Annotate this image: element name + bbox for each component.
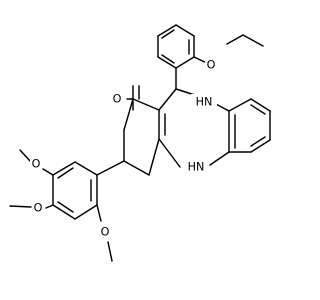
bond [57,201,74,213]
bond [242,34,264,47]
bond [250,98,271,112]
bond [175,56,195,69]
bond [157,56,177,69]
bond [209,151,230,166]
bond [123,98,134,131]
bond [226,34,244,45]
bond [132,98,160,111]
bond [158,88,177,111]
bond [107,241,113,262]
bond [9,205,32,208]
bond [52,161,76,176]
bond [161,29,175,39]
methoxy-oxygen-1-label: O [32,158,41,171]
bond [96,204,102,222]
bond [74,161,98,176]
bond [57,167,74,179]
bond [158,138,181,168]
bond [161,54,175,64]
bond [157,24,177,37]
methoxy-oxygen-3-label: O [101,226,110,239]
bond [148,138,160,176]
molecule-structure: O HN HN O O O O [9,24,271,262]
bond-group [9,24,271,262]
molecule-svg: O HN HN O O O O [9,24,271,262]
bond [250,139,271,153]
bond [96,160,125,176]
bond [228,98,252,112]
bond [250,136,266,147]
bond [42,168,54,176]
bond [45,204,54,209]
lower-nh-label: HN [188,161,205,174]
upper-nh-label: HN [196,96,213,109]
bond [175,24,195,37]
bond [250,104,266,115]
bond [19,149,31,162]
atom-label-group: O HN HN O O O O [30,56,217,240]
ketone-oxygen-label: O [113,93,122,106]
bond [123,160,150,176]
bond [74,204,98,220]
methoxy-oxygen-2-label: O [34,202,43,215]
bond [52,204,76,220]
ethoxy-oxygen-label: O [207,59,216,72]
